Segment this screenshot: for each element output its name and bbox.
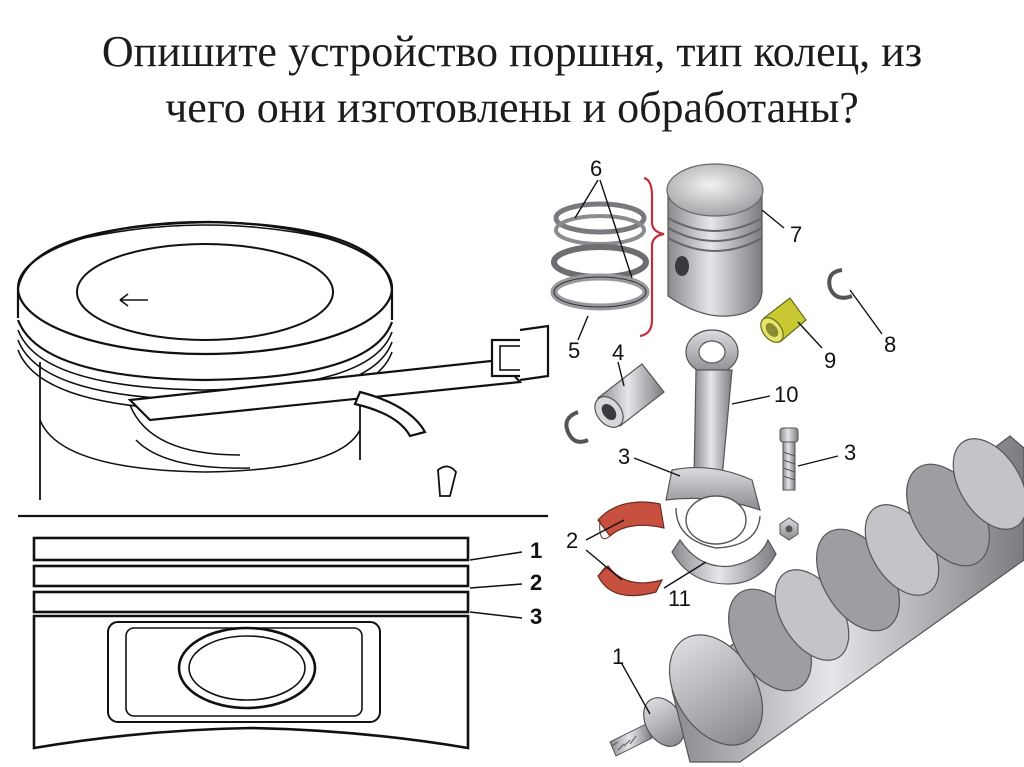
part-label-rod: 10 (774, 382, 798, 407)
bearing-shells-illustration (597, 501, 665, 597)
connecting-rod-illustration (665, 329, 777, 585)
piston-illustration (666, 163, 764, 317)
part-label-bushing: 9 (824, 348, 836, 373)
part-label-rod-cap: 11 (668, 586, 691, 611)
leader-lines (574, 179, 883, 715)
pin-bushing-illustration (760, 297, 807, 343)
exploded-view: 6 7 8 9 10 4 5 3 3 2 11 1 (550, 156, 1024, 763)
lock-ring-right-illustration (827, 268, 853, 300)
part-label-bearing-shells: 2 (566, 528, 578, 553)
part-label-pin: 4 (612, 340, 624, 365)
piston-pin-illustration (594, 363, 665, 428)
part-label-ring-lower: 5 (568, 338, 580, 363)
ring-label-1: 1 (530, 538, 542, 563)
ring-set-bracket (639, 176, 665, 338)
crankshaft-illustration (609, 435, 1024, 763)
part-label-bolt-right: 3 (844, 440, 856, 465)
part-label-rings: 6 (590, 156, 602, 181)
slide-title-line-2: чего они изготовлены и обработаны? (165, 83, 859, 132)
piston-groove-drawing (18, 514, 548, 750)
part-label-bolt-left: 3 (618, 444, 630, 469)
rod-bolt-illustration (779, 427, 799, 541)
piston-ring-sketch (16, 220, 550, 500)
ring-label-3: 3 (530, 604, 542, 629)
part-label-crankshaft: 1 (612, 644, 624, 669)
slide-title: Опишите устройство поршня, тип колец, из… (0, 24, 1024, 136)
slide-title-line-1: Опишите устройство поршня, тип колец, из (101, 27, 923, 76)
piston-rings-illustration (550, 201, 650, 311)
lock-ring-left-illustration (564, 410, 589, 444)
part-label-piston: 7 (790, 222, 802, 247)
part-label-lock-ring: 8 (884, 332, 896, 357)
ring-label-2: 2 (530, 570, 542, 595)
